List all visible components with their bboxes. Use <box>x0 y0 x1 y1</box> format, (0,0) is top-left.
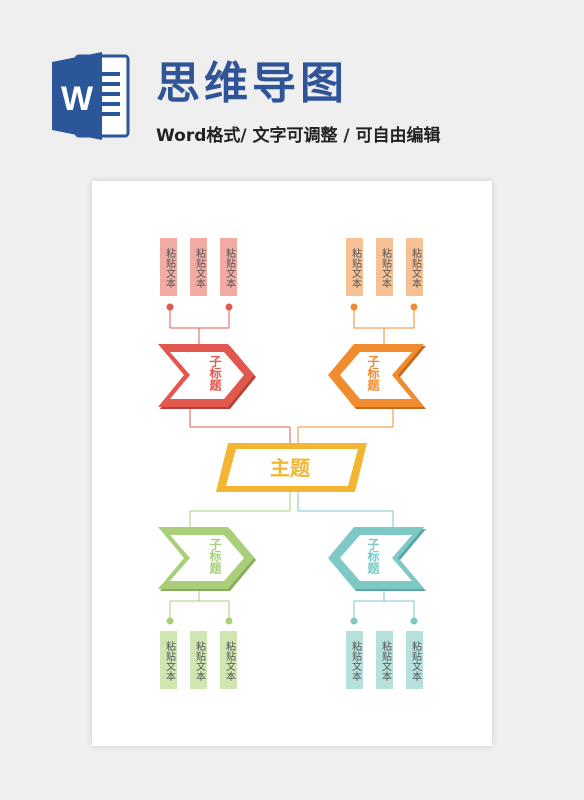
leaf-text-box[interactable]: 粘贴文本 <box>346 631 363 689</box>
leaf-text-box[interactable]: 粘贴文本 <box>406 238 423 296</box>
connector-dot <box>350 303 358 311</box>
leaf-text-box[interactable]: 粘贴文本 <box>346 238 363 296</box>
page-title: 思维导图 <box>156 58 348 109</box>
leaf-text-box[interactable]: 粘贴文本 <box>190 238 207 296</box>
leaf-text-box[interactable]: 粘贴文本 <box>160 238 177 296</box>
leaf-text-box[interactable]: 粘贴文本 <box>220 631 237 689</box>
subtopic-label-bottom-left[interactable]: 子标题 <box>208 538 222 574</box>
mindmap-diagram <box>158 303 426 625</box>
connector-dot <box>410 303 418 311</box>
main-topic-shape <box>216 443 367 492</box>
document-page: 粘贴文本 粘贴文本 粘贴文本 粘贴文本 粘贴文本 粘贴文本 粘贴文本 粘贴文本 … <box>92 181 492 746</box>
main-topic-label[interactable]: 主题 <box>270 456 310 480</box>
leaf-text-box[interactable]: 粘贴文本 <box>406 631 423 689</box>
leaf-text-box[interactable]: 粘贴文本 <box>190 631 207 689</box>
connector-dot <box>166 617 174 625</box>
connector-dot <box>410 617 418 625</box>
subtopic-label-bottom-right[interactable]: 子标题 <box>366 538 380 574</box>
connector-dot <box>166 303 174 311</box>
chevron-bottom-left <box>158 527 256 591</box>
subtopic-label-top-left[interactable]: 子标题 <box>208 355 222 391</box>
connector-dot <box>350 617 358 625</box>
word-logo-letter: W <box>61 80 94 118</box>
chevron-top-left <box>158 344 256 409</box>
subtopic-label-top-right[interactable]: 子标题 <box>366 355 380 391</box>
page-subtitle: Word格式/ 文字可调整 / 可自由编辑 <box>156 126 441 146</box>
connector-dot <box>225 303 233 311</box>
leaf-text-box[interactable]: 粘贴文本 <box>376 238 393 296</box>
connector-dot <box>225 617 233 625</box>
leaf-text-box[interactable]: 粘贴文本 <box>160 631 177 689</box>
leaf-text-box[interactable]: 粘贴文本 <box>220 238 237 296</box>
word-logo-icon: W <box>52 52 130 140</box>
chevron-top-right <box>328 344 426 409</box>
leaf-text-box[interactable]: 粘贴文本 <box>376 631 393 689</box>
chevron-bottom-right <box>328 527 426 591</box>
connectors-top-left <box>169 307 291 443</box>
